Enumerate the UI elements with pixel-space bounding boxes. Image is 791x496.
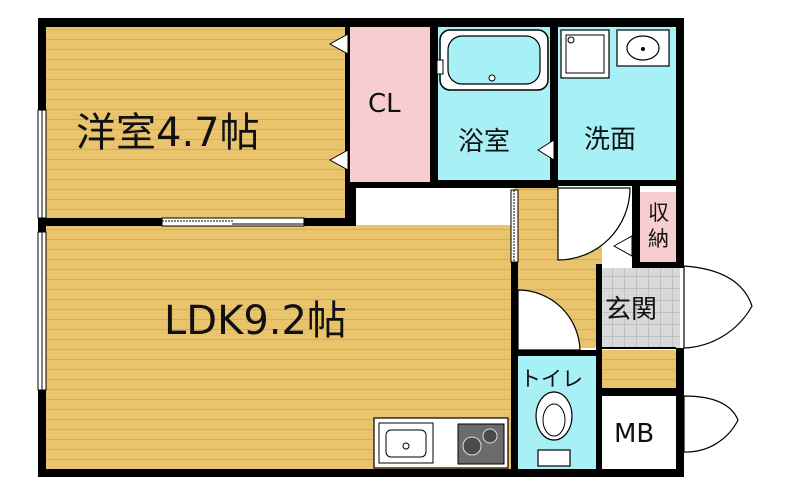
window-left-upper — [37, 109, 47, 219]
washroom-label: 洗面 — [584, 125, 636, 155]
entrance-floor — [600, 268, 680, 348]
toilet-door-swing — [517, 289, 581, 351]
washing-machine-pan-icon — [560, 29, 610, 79]
sliding-door-hall — [510, 189, 519, 263]
storage-floor — [640, 192, 680, 264]
mb-door-swing — [683, 395, 739, 453]
closet-label: CL — [368, 89, 401, 119]
stove-icon — [457, 423, 505, 465]
sliding-door-western — [161, 217, 305, 227]
western-room-label: 洋室4.7帖 — [76, 110, 260, 156]
washbasin-icon — [616, 29, 670, 67]
closet-floor — [350, 26, 432, 186]
bath-door-marker — [537, 139, 555, 161]
closet-door-marker-bottom — [328, 149, 349, 171]
meter-box-floor — [600, 394, 680, 471]
ldk-label: LDK9.2帖 — [164, 298, 347, 344]
toilet-label: トイレ — [520, 367, 583, 391]
storage-door-marker — [612, 235, 633, 257]
bathtub-icon — [436, 29, 549, 91]
storage-label-2: 納 — [648, 227, 669, 251]
closet-door-marker-top — [328, 33, 349, 55]
western-room-floor — [44, 26, 350, 220]
meter-box-label: MB — [614, 419, 654, 449]
sink-icon — [378, 422, 434, 464]
entrance-label: 玄関 — [605, 295, 657, 325]
window-left-lower — [37, 231, 47, 391]
washroom-door-swing — [557, 187, 631, 261]
bathroom-label: 浴室 — [458, 127, 510, 157]
kitchen-counter — [373, 417, 509, 469]
toilet-icon — [535, 391, 573, 467]
entrance-door-swing — [683, 265, 753, 349]
hall-floor-lower — [600, 350, 678, 390]
storage-label-1: 収 — [648, 201, 669, 225]
